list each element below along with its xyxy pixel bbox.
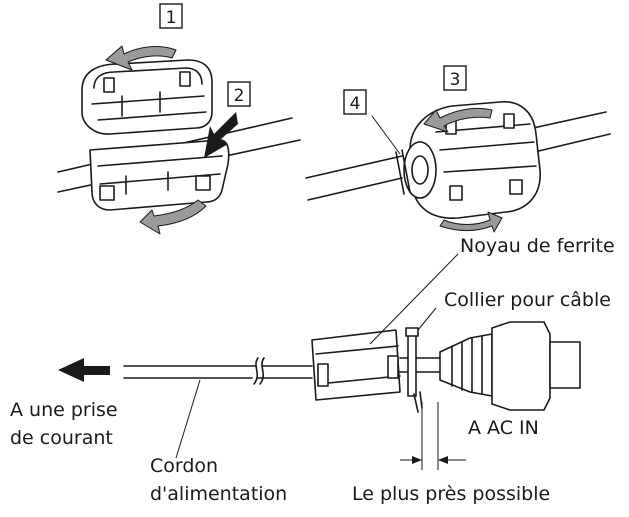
label-power-cord-2: d'alimentation (150, 483, 287, 505)
svg-text:4: 4 (350, 94, 361, 114)
rotate-arrow-icon (105, 45, 177, 71)
step-badge-4: 4 (343, 89, 367, 115)
label-power-cord-1: Cordon (150, 455, 218, 477)
step-badge-1: 1 (159, 3, 183, 29)
left-arrow-icon (58, 358, 110, 382)
rotate-arrow-icon (139, 199, 207, 235)
rotate-arrow-icon (423, 107, 493, 133)
rotate-arrow-icon (439, 211, 503, 233)
panel-installed (58, 253, 581, 470)
svg-text:2: 2 (234, 86, 245, 106)
svg-text:1: 1 (166, 8, 177, 28)
step-badge-2: 2 (227, 81, 251, 107)
svg-text:3: 3 (450, 70, 461, 90)
step-badge-3: 3 (443, 65, 467, 91)
label-cable-tie: Collier pour câble (444, 289, 611, 311)
label-to-outlet-2: de courant (10, 427, 113, 449)
ferrite-core-upper-half (81, 59, 213, 135)
label-as-close-as-possible: Le plus près possible (352, 483, 550, 505)
label-ac-in: A AC IN (468, 417, 539, 439)
ac-plug (439, 321, 581, 411)
panel-open-core: 1 2 (57, 3, 301, 235)
cable-tie (405, 327, 423, 413)
ferrite-core-lower-half (89, 139, 230, 211)
label-ferrite-core: Noyau de ferrite (460, 235, 615, 257)
panel-closed-core: 3 4 (305, 65, 611, 233)
ferrite-core-closed (403, 101, 541, 219)
label-to-outlet-1: A une prise (10, 399, 118, 421)
ferrite-core-on-cord (311, 329, 401, 401)
insert-arrow-icon (204, 112, 238, 158)
